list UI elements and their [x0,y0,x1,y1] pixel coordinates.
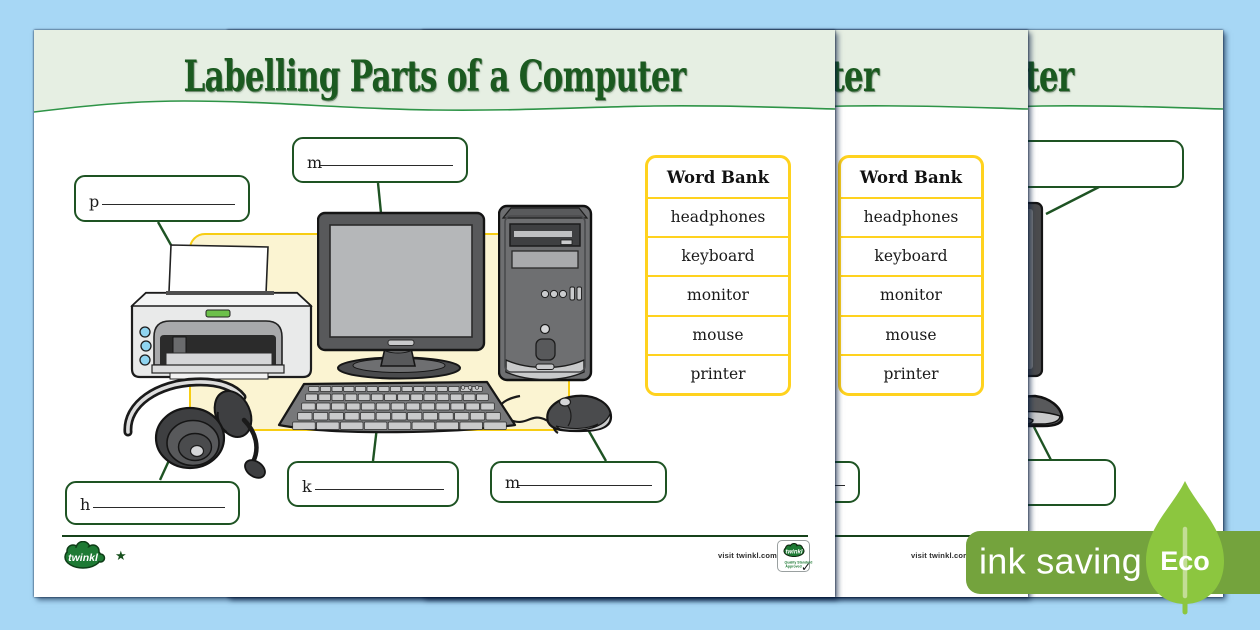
keyboard-icon [277,380,517,434]
mic [244,459,266,479]
label-box-headphones[interactable]: h [65,481,240,525]
write-line [102,204,235,205]
write-line [315,489,444,490]
computer-tower-icon [498,204,593,382]
word-bank-word: mouse [841,314,981,354]
word-bank-word: printer [841,353,981,393]
write-line [93,507,225,508]
word-bank-header: Word Bank [666,168,770,187]
label-box-keyboard[interactable]: k [287,461,459,507]
word-bank-word: keyboard [841,236,981,275]
word-bank-header: Word Bank [859,168,963,187]
svg-text:twinkl: twinkl [68,552,99,564]
quality-line-1: Quality Standard [784,561,813,565]
visit-link[interactable]: visit twinkl.com [718,551,778,560]
leader-printer [156,221,173,246]
word-bank-word: headphones [841,197,981,236]
label-box-mouse[interactable]: m [490,461,667,503]
label-box-printer[interactable]: p [74,175,250,222]
star-icon: ★ [115,549,127,564]
word-bank-word: mouse [648,314,788,354]
mic-boom [241,417,259,465]
monitor-icon [317,211,486,380]
word-bank-word: monitor [648,275,788,314]
label-letter: k [302,477,312,496]
leader-monitor [376,182,383,214]
label-box[interactable] [1010,140,1184,188]
footer-divider [62,535,808,537]
label-letter: h [80,495,91,514]
write-line [320,165,453,166]
label-letter: m [505,473,521,492]
worksheet-page-1: Labelling Parts of a Computer [34,30,835,597]
ear-cup-far [213,390,253,438]
word-bank-word: keyboard [648,236,788,275]
eco-leaf-icon [1146,481,1224,615]
word-bank-word: headphones [648,197,788,236]
quality-line-2: Approved [785,564,802,569]
label-box-monitor[interactable]: m [292,137,468,183]
headphones-icon [123,377,266,479]
visit-link[interactable]: visit twinkl.com [911,551,971,560]
leader-mouse [584,425,608,462]
printer-icon [130,244,313,380]
page-title: Labelling Parts of a Computer [183,52,687,102]
ink-saving-label: ink saving [979,539,1143,581]
check-icon: ✓ [800,560,811,574]
label-box[interactable] [1012,459,1116,506]
eco-label: Eco [1160,546,1210,576]
write-line [518,485,652,486]
label-letter: p [89,192,100,211]
quality-twinkl-cloud: twinkl [782,542,805,558]
svg-text:twinkl: twinkl [785,550,802,556]
word-bank-word: printer [648,353,788,393]
header-band [34,30,835,113]
twinkl-logo[interactable]: twinkl [62,541,108,571]
label-letter: m [307,153,323,172]
word-bank-word: monitor [841,275,981,314]
